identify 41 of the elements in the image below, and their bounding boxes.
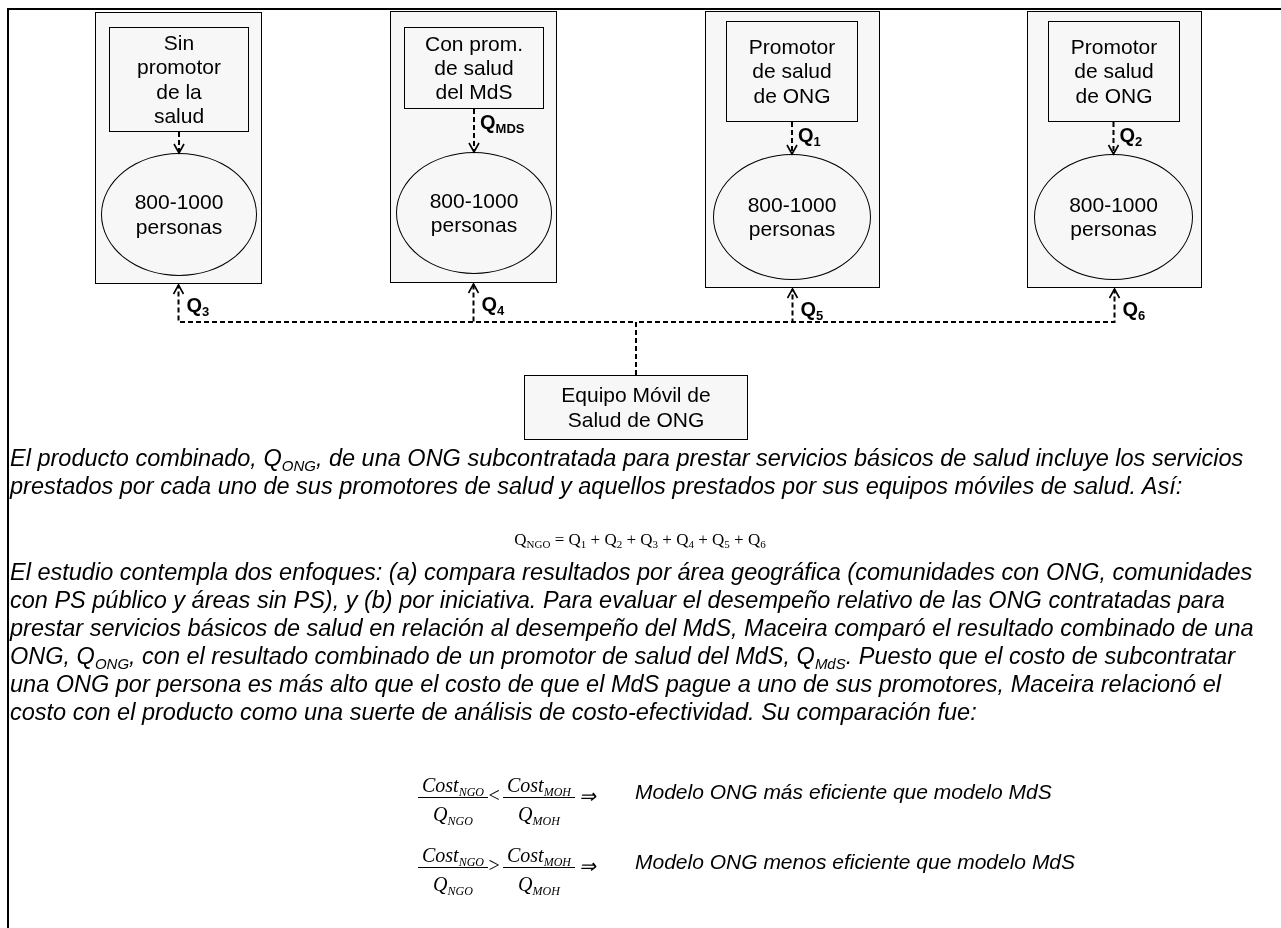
fraction-numerator: Cost$_{NGO}$ xyxy=(418,774,488,798)
edge-label: Q$_{2}$ xyxy=(1119,124,1143,147)
comparison-sign: > xyxy=(486,854,502,877)
edge-label: Q$_{MDS}$ xyxy=(480,111,525,134)
conclusion-text: Modelo ONG más eficiente que modelo MdS xyxy=(635,780,1052,804)
fraction-denominator: Q$_{MOH}$ xyxy=(517,873,561,896)
dashed-arrow xyxy=(786,121,798,155)
label-box: Promotor de salud de ONG xyxy=(1048,21,1180,122)
label-box: Con prom. de salud del MdS xyxy=(404,27,544,109)
equation: Q$_{NGO}$ = Q$_{1}$ + Q$_{2}$ + Q$_{3}$ + Q$_{4}$ + Q$_{5}$ + Q$_{6}$ xyxy=(513,530,767,550)
fraction-denominator: Q$_{NGO}$ xyxy=(432,803,474,826)
edge-label: Q$_{1}$ xyxy=(798,124,821,147)
paragraph: El producto combinado, Q$_{ONG}$, de una ONG subcontratada para prestar servicios básicos de salud incluye los servicios prestados por cada uno de sus promotores de salud y aquellos prestados por sus equipos móviles de salud. Así: xyxy=(10,444,1245,500)
population-ellipse: 800-1000 personas xyxy=(713,154,871,280)
fraction-numerator: Cost$_{MOH}$ xyxy=(503,774,575,798)
label-box: Sin promotor de la salud xyxy=(109,27,249,132)
dashed-arrow xyxy=(173,131,185,154)
population-ellipse: 800-1000 personas xyxy=(1034,154,1193,280)
conclusion-text: Modelo ONG menos eficiente que modelo MdS xyxy=(635,850,1076,874)
group-box xyxy=(705,11,880,288)
edge-label: Q$_{5}$ xyxy=(800,298,824,321)
edge-label: Q$_{6}$ xyxy=(1122,298,1146,321)
dashed-arrow xyxy=(468,108,480,153)
label-box: Promotor de salud de ONG xyxy=(726,21,858,122)
population-ellipse: 800-1000 personas xyxy=(101,153,257,276)
fraction-numerator: Cost$_{NGO}$ xyxy=(418,844,488,868)
group-box xyxy=(95,12,262,284)
dashed-arrow xyxy=(1107,121,1120,155)
implies-sign: ⇒ xyxy=(577,854,598,878)
fraction-denominator: Q$_{MOH}$ xyxy=(517,803,561,826)
group-box xyxy=(390,11,557,283)
label-box: Equipo Móvil de Salud de ONG xyxy=(524,375,748,440)
implies-sign: ⇒ xyxy=(577,784,598,808)
paragraph: El estudio contempla dos enfoques: (a) compara resultados por área geográfica (comunidades con ONG, comunidades con PS público y áreas sin PS), y (b) por iniciativa. Para evaluar el desempeño relativo de las ONG contratadas para prestar servicios básicos de salud en relación al desempeño del MdS, Maceira comparó el resultado combinado de una ONG, Q$_{ONG}$, con el resultado combinado de un promotor de salud del MdS, Q$_{MdS}$. Puesto que el costo de subcontratar una ONG por persona es más alto que el costo de que el MdS pague a uno de sus promotores, Maceira relacionó el costo con el producto como una suerte de análisis de costo-efectividad. Su comparación fue: xyxy=(10,558,1255,726)
group-box xyxy=(1027,11,1202,288)
edge-label: Q$_{4}$ xyxy=(481,293,505,316)
fraction-denominator: Q$_{NGO}$ xyxy=(432,873,474,896)
edge-label: Q$_{3}$ xyxy=(186,294,210,317)
comparison-sign: < xyxy=(486,784,502,807)
fraction-numerator: Cost$_{MOH}$ xyxy=(503,844,575,868)
population-ellipse: 800-1000 personas xyxy=(396,152,552,274)
